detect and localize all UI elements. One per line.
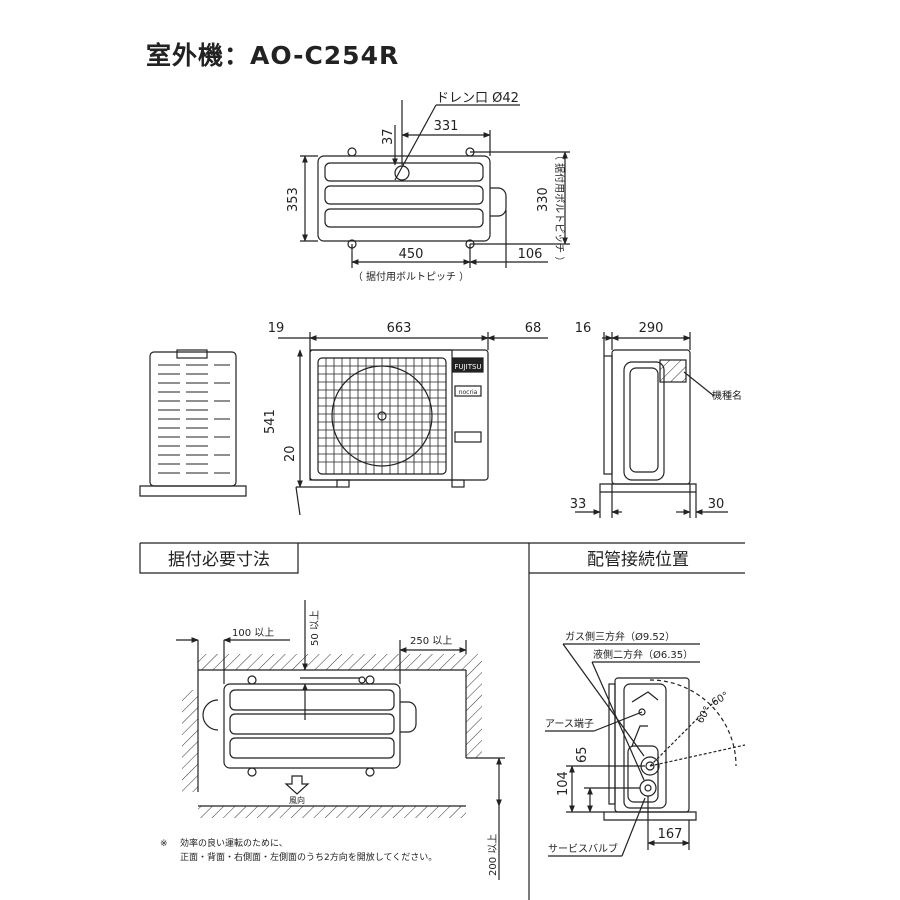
service-valve-label: サービスバルブ xyxy=(548,842,618,855)
dim-450: 450 xyxy=(399,247,424,262)
dim-16: 16 xyxy=(575,321,592,336)
drain-label: ドレン口 Ø42 xyxy=(436,91,519,106)
dim-353: 353 xyxy=(286,187,301,212)
dim-37: 37 xyxy=(381,128,396,145)
series-logo: nocria xyxy=(459,389,478,396)
install-clearance-diagram xyxy=(176,600,505,880)
wind-direction-arrow-icon xyxy=(284,775,310,795)
page-title: 室外機：AO-C254R xyxy=(146,41,400,70)
unit-outline xyxy=(223,683,401,769)
dim-330: 330 xyxy=(536,187,551,212)
angle-60-a: 60° xyxy=(710,690,731,708)
dim-541: 541 xyxy=(263,409,278,434)
front-view xyxy=(278,332,548,516)
piping-position-diagram xyxy=(545,643,746,857)
model-name-label: 機種名 xyxy=(712,389,742,402)
dim-65: 65 xyxy=(575,746,590,763)
note-line-2: 正面・背面・右側面・左側面のうち2方向を開放してください。 xyxy=(180,851,437,863)
note-mark: ※ xyxy=(160,839,168,849)
liquid-valve-icon xyxy=(639,779,657,797)
dim-50-min: 50 以上 xyxy=(309,610,321,646)
left-side-view xyxy=(139,349,247,497)
dim-663: 663 xyxy=(387,321,412,336)
dim-19: 19 xyxy=(268,321,285,336)
top-view-outline xyxy=(317,155,491,242)
dim-290: 290 xyxy=(639,321,664,336)
right-side-view xyxy=(575,332,728,518)
angle-60-b: 60° xyxy=(695,705,713,726)
earth-terminal-label: アース端子 xyxy=(545,717,594,730)
note-line-1: 効率の良い運転のために、 xyxy=(180,837,288,849)
dim-167: 167 xyxy=(658,827,683,842)
bolt-pitch-horizontal: （ 据付用ボルトピッチ ） xyxy=(353,270,469,283)
brand-logo: FUJITSU xyxy=(454,363,481,371)
model-name-plate xyxy=(659,359,687,383)
dim-104: 104 xyxy=(556,771,571,796)
dim-20: 20 xyxy=(283,445,298,462)
dim-33: 33 xyxy=(570,497,587,512)
top-view xyxy=(300,100,570,268)
dim-331: 331 xyxy=(434,119,459,134)
dim-100-min: 100 以上 xyxy=(232,627,274,639)
dim-68: 68 xyxy=(525,321,542,336)
dim-30: 30 xyxy=(708,497,725,512)
wind-label: 風向 xyxy=(289,795,305,805)
dim-106: 106 xyxy=(518,247,543,262)
liquid-valve-label: 液側二方弁（Ø6.35） xyxy=(593,648,693,661)
bolt-pitch-vertical: （ 据付用ボルトピッチ ） xyxy=(553,150,566,266)
dim-250-min: 250 以上 xyxy=(410,635,452,647)
piping-heading: 配管接続位置 xyxy=(587,550,689,570)
dim-200-min: 200 以上 xyxy=(487,834,499,876)
gas-valve-label: ガス側三方弁（Ø9.52） xyxy=(565,630,675,643)
install-heading: 据付必要寸法 xyxy=(168,550,270,570)
